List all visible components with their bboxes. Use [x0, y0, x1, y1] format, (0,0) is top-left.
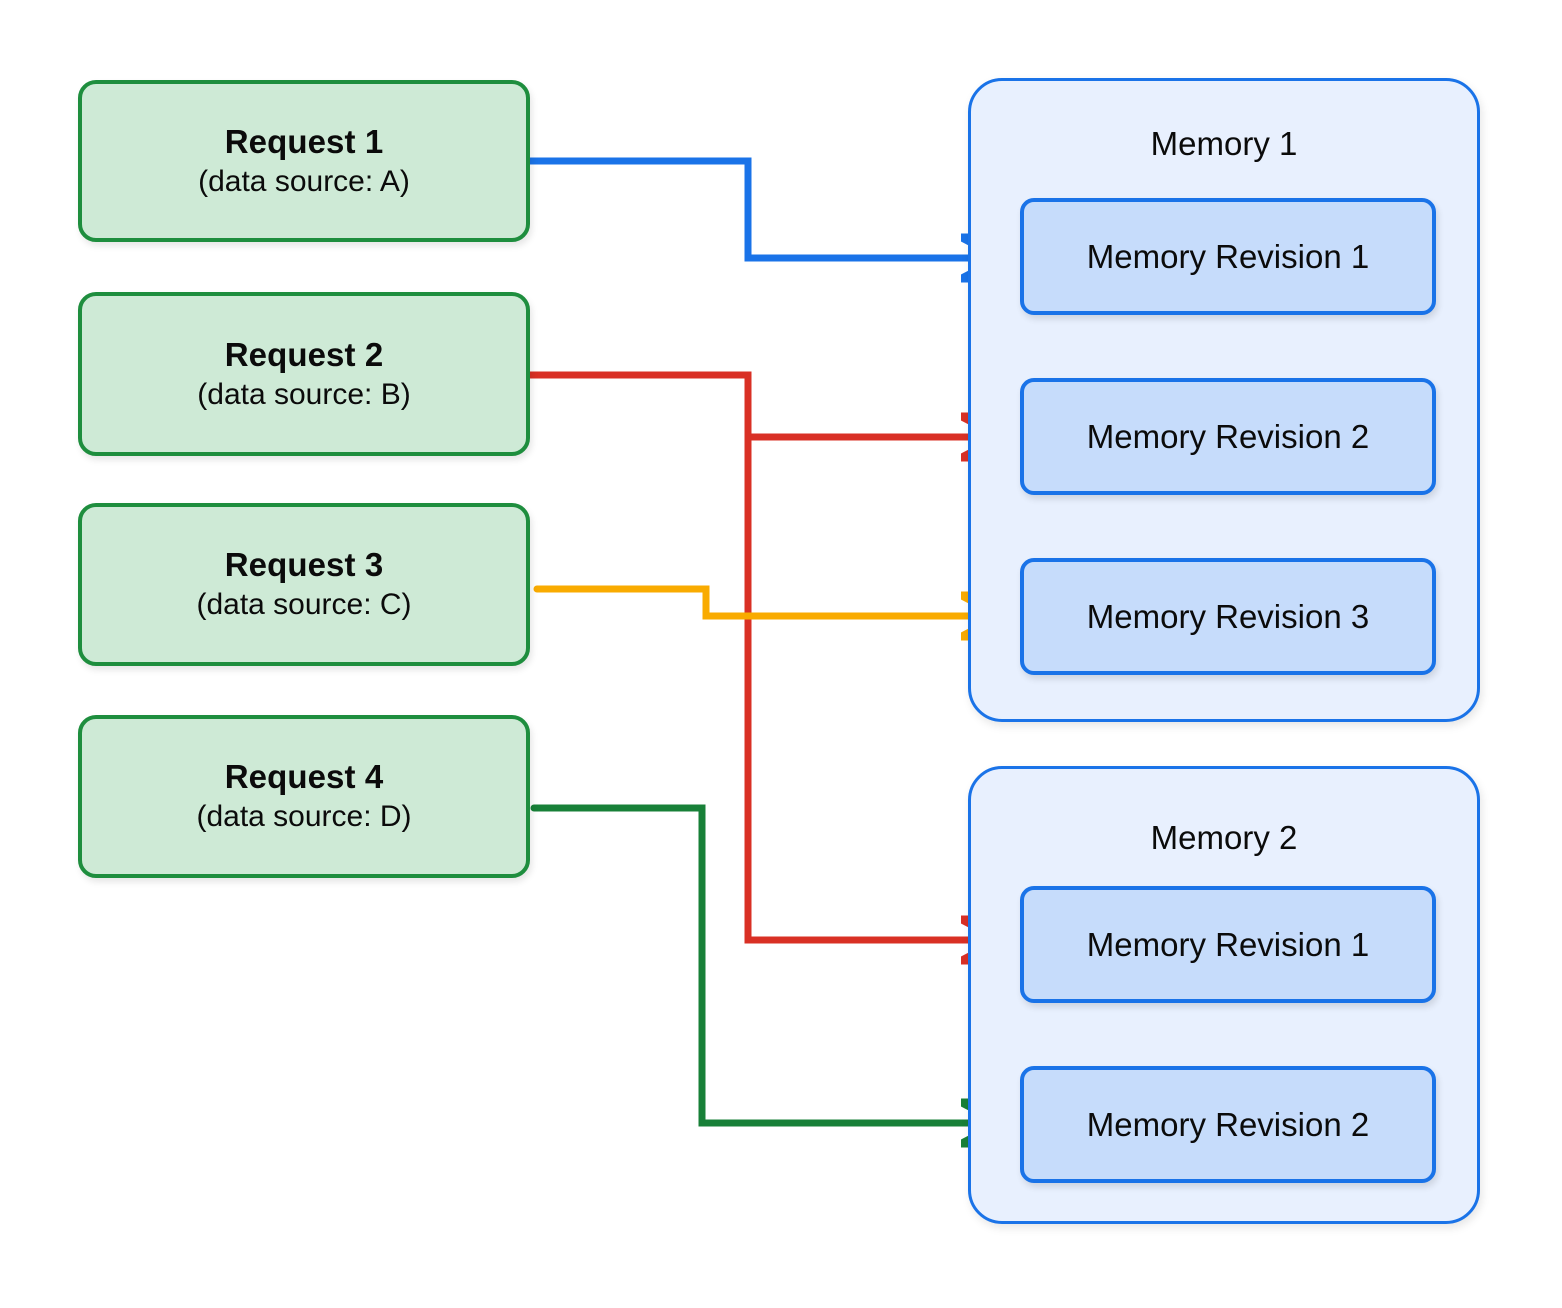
memory-title: Memory 2 [1150, 819, 1298, 856]
wire-request2-trunk [526, 371, 1000, 940]
request-title: Request 2 [224, 335, 384, 373]
request-subtitle: (data source: A) [198, 164, 410, 198]
revision-label: Memory Revision 3 [1086, 597, 1370, 635]
revision-label: Memory Revision 1 [1086, 237, 1370, 275]
wire-request4-to-m2r2 [530, 804, 1000, 1123]
request-box-4[interactable]: Request 4 (data source: D) [78, 715, 530, 878]
wire-request3-to-m1r3 [533, 585, 1000, 616]
request-subtitle: (data source: C) [196, 588, 412, 622]
request-box-1[interactable]: Request 1 (data source: A) [78, 80, 530, 242]
memory-2-revision-1[interactable]: Memory Revision 1 [1020, 886, 1436, 1003]
memory-title: Memory 1 [1150, 125, 1298, 162]
request-title: Request 1 [224, 122, 384, 160]
memory-container-2[interactable]: Memory 2 Memory Revision 1 Memory Revisi… [968, 766, 1480, 1224]
request-box-3[interactable]: Request 3 (data source: C) [78, 503, 530, 666]
wire-request1-to-m1r1 [526, 157, 1000, 258]
revision-label: Memory Revision 2 [1086, 1105, 1370, 1143]
revision-label: Memory Revision 1 [1086, 925, 1370, 963]
request-box-2[interactable]: Request 2 (data source: B) [78, 292, 530, 456]
memory-1-revision-3[interactable]: Memory Revision 3 [1020, 558, 1436, 675]
request-subtitle: (data source: D) [196, 800, 412, 834]
memory-container-1[interactable]: Memory 1 Memory Revision 1 Memory Revisi… [968, 78, 1480, 722]
memory-1-revision-1[interactable]: Memory Revision 1 [1020, 198, 1436, 315]
revision-label: Memory Revision 2 [1086, 417, 1370, 455]
request-subtitle: (data source: B) [197, 377, 411, 411]
memory-1-revision-2[interactable]: Memory Revision 2 [1020, 378, 1436, 495]
request-title: Request 3 [224, 546, 384, 584]
memory-2-revision-2[interactable]: Memory Revision 2 [1020, 1066, 1436, 1183]
request-title: Request 4 [224, 758, 384, 796]
